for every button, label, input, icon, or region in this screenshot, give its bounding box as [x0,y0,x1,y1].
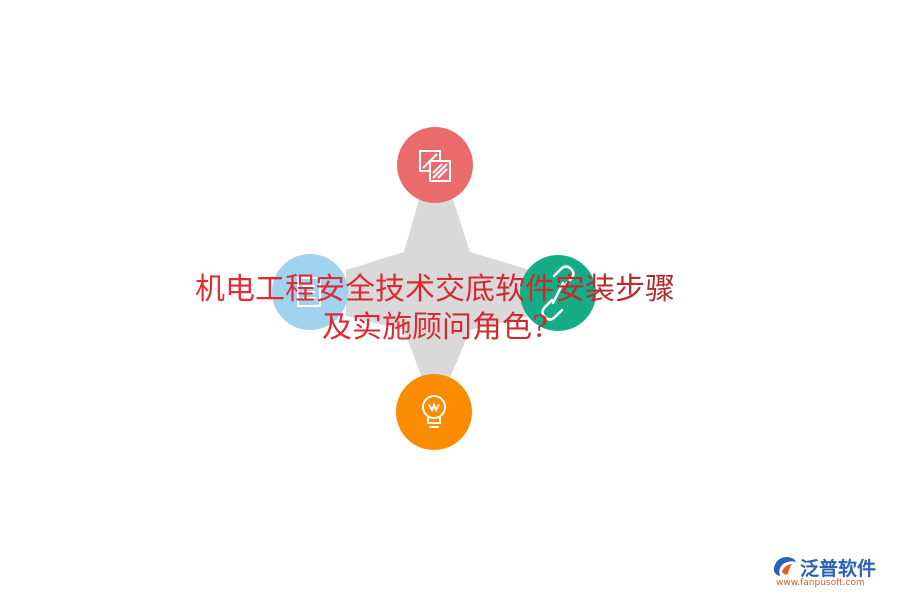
page-title-line-1: 机电工程安全技术交底软件安装步骤 [0,271,870,309]
node-left [272,254,348,330]
node-top [397,127,473,203]
layers-icon [419,150,451,182]
logo-name: 泛普软件 [800,558,877,580]
brand-logo: 泛普软件 www.fanpusoft.com [768,552,898,592]
lightbulb-icon [422,395,446,428]
logo-url: www.fanpusoft.com [776,578,865,588]
logo-mark-icon [773,557,796,576]
node-right [520,255,596,331]
page-title-line-2: 及实施顾问角色? [0,309,870,347]
node-bottom [396,374,472,450]
cross-connector [346,196,530,378]
node-bottom-circle [396,374,472,450]
link-icon [541,265,575,321]
document-icon [297,277,321,307]
